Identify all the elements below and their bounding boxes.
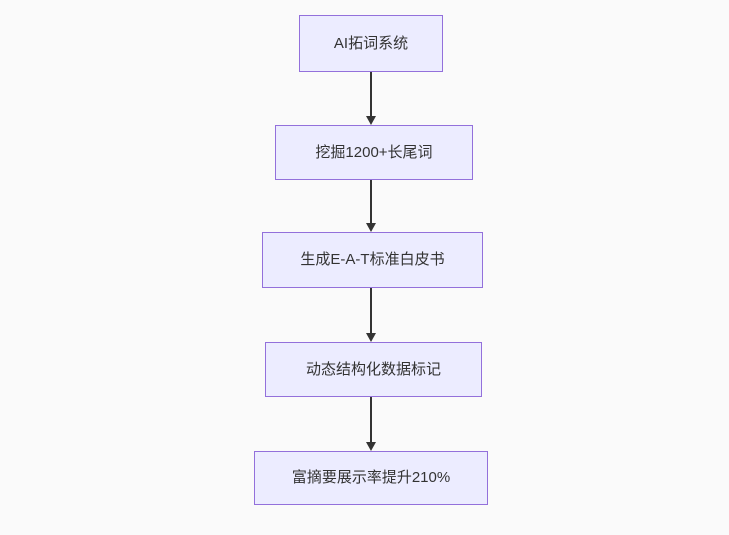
node-label: 挖掘1200+长尾词 [315,143,433,161]
node-longtail-keyword-mining: 挖掘1200+长尾词 [275,125,473,180]
edge-line [370,288,372,333]
edge-line [370,180,372,223]
node-label: 生成E-A-T标准白皮书 [300,251,445,268]
arrow-down-icon [366,116,376,125]
edge-arrow-2 [366,180,376,232]
node-rich-snippet-rate-result: 富摘要展示率提升210% [254,451,488,505]
node-eat-whitepaper-generation: 生成E-A-T标准白皮书 [262,232,483,288]
edge-line [370,72,372,116]
edge-arrow-4 [366,397,376,451]
arrow-down-icon [366,442,376,451]
arrow-down-icon [366,333,376,342]
node-label: 动态结构化数据标记 [305,360,441,378]
node-label: 富摘要展示率提升210% [291,469,451,486]
edge-line [370,397,372,442]
node-label: AI拓词系统 [333,34,409,52]
arrow-down-icon [366,223,376,232]
edge-arrow-3 [366,288,376,342]
node-dynamic-structured-data-markup: 动态结构化数据标记 [265,342,482,397]
edge-arrow-1 [366,72,376,125]
node-ai-word-expansion-system: AI拓词系统 [299,15,443,72]
